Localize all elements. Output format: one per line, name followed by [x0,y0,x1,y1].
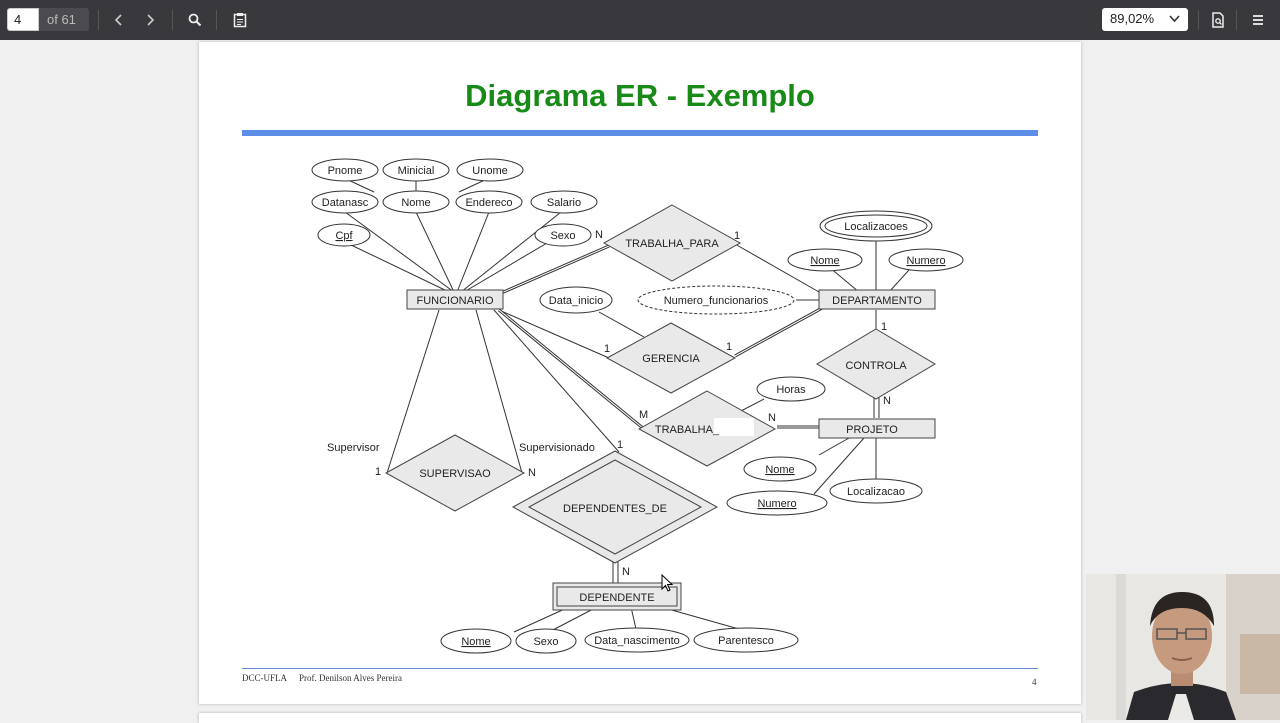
rel-trabalha-para: TRABALHA_PARA [625,238,719,250]
attr-numero-funcionarios: Numero_funcionarios [664,295,769,307]
presenter-video [1086,574,1280,720]
card-tp-func: N [595,229,603,241]
attr-sexo-func: Sexo [550,230,575,242]
pdf-page: Diagrama ER - Exemplo [199,42,1081,704]
card-dep-dependente: N [622,566,630,578]
chevron-left-icon[interactable] [107,8,131,32]
attr-datanasc: Datanasc [322,197,369,209]
attr-minicial: Minicial [398,165,435,177]
attr-cpf: Cpf [335,230,353,242]
attr-parentesco: Parentesco [718,635,774,647]
zoom-select[interactable]: 89,02% [1102,8,1188,31]
footer-institution: DCC-UFLA [242,673,288,683]
page-navigator: 4 of 61 [7,8,89,31]
rel-gerencia: GERENCIA [642,353,700,365]
role-supervisor: Supervisor [327,442,380,454]
card-sup-supervisionado: N [528,467,536,479]
pdf-toolbar: 4 of 61 89,02% [0,0,1280,40]
next-pdf-page [199,713,1081,723]
entity-departamento: DEPARTAMENTO [832,295,922,307]
slide-title: Diagrama ER - Exemplo [465,78,815,113]
footer-rule [242,668,1038,669]
card-dep-func: 1 [617,439,623,451]
mouse-cursor-icon [661,574,674,592]
attr-localizacoes: Localizacoes [844,221,908,233]
attr-data-nascimento: Data_nascimento [594,635,680,647]
role-supervisionado: Supervisionado [519,442,595,454]
attr-unome: Unome [472,165,507,177]
attr-localizacao: Localizacao [847,486,905,498]
attr-salario: Salario [547,197,581,209]
toolbar-divider [216,10,217,30]
webcam-overlay [1086,574,1280,720]
attr-sexo-dep: Sexo [533,636,558,648]
clipboard-icon[interactable] [228,8,252,32]
page-total-label: of 61 [47,12,76,27]
attr-nome-depto: Nome [810,255,839,267]
attr-numero-proj: Numero [757,498,796,510]
card-te-proj: N [768,412,776,424]
document-icon[interactable] [1206,8,1230,32]
attr-pnome: Pnome [328,165,363,177]
attr-nome-proj: Nome [765,464,794,476]
attr-data-inicio: Data_inicio [549,295,603,307]
entity-funcionario: FUNCIONARIO [417,295,494,307]
rel-supervisao: SUPERVISAO [419,468,491,480]
footer-page-number: 4 [1032,677,1037,687]
card-sup-supervisor: 1 [375,466,381,478]
menu-icon[interactable] [1246,8,1270,32]
search-icon[interactable] [183,8,207,32]
entity-dependente: DEPENDENTE [579,592,654,604]
footer-author: Prof. Denilson Alves Pereira [299,673,402,683]
toolbar-divider [98,10,99,30]
attr-endereco: Endereco [465,197,512,209]
entity-projeto: PROJETO [846,424,898,436]
chevron-down-icon [1169,15,1180,23]
zoom-value: 89,02% [1110,11,1155,26]
card-ctrl-depto: 1 [881,321,887,333]
page-number-input[interactable]: 4 [7,8,39,31]
card-ger-func: 1 [604,343,610,355]
card-te-func: M [639,409,648,421]
card-ger-depto: 1 [726,341,732,353]
title-rule [242,130,1038,136]
card-tp-depto: 1 [734,230,740,242]
er-diagram: Pnome Minicial Unome Datanasc Nome Ender… [311,158,964,654]
chevron-right-icon[interactable] [138,8,162,32]
card-ctrl-proj: N [883,395,891,407]
attr-nome-dep: Nome [461,636,490,648]
toolbar-divider [1198,10,1199,30]
attr-numero-depto: Numero [906,255,945,267]
redacted-patch [714,418,754,436]
attr-nome-func: Nome [401,197,430,209]
toolbar-divider [172,10,173,30]
rel-trabalha-em: TRABALHA_ [655,424,720,436]
rel-controla: CONTROLA [845,360,907,372]
rel-dependentes-de: DEPENDENTES_DE [563,503,667,515]
toolbar-divider [1236,10,1237,30]
attr-horas: Horas [776,384,806,396]
